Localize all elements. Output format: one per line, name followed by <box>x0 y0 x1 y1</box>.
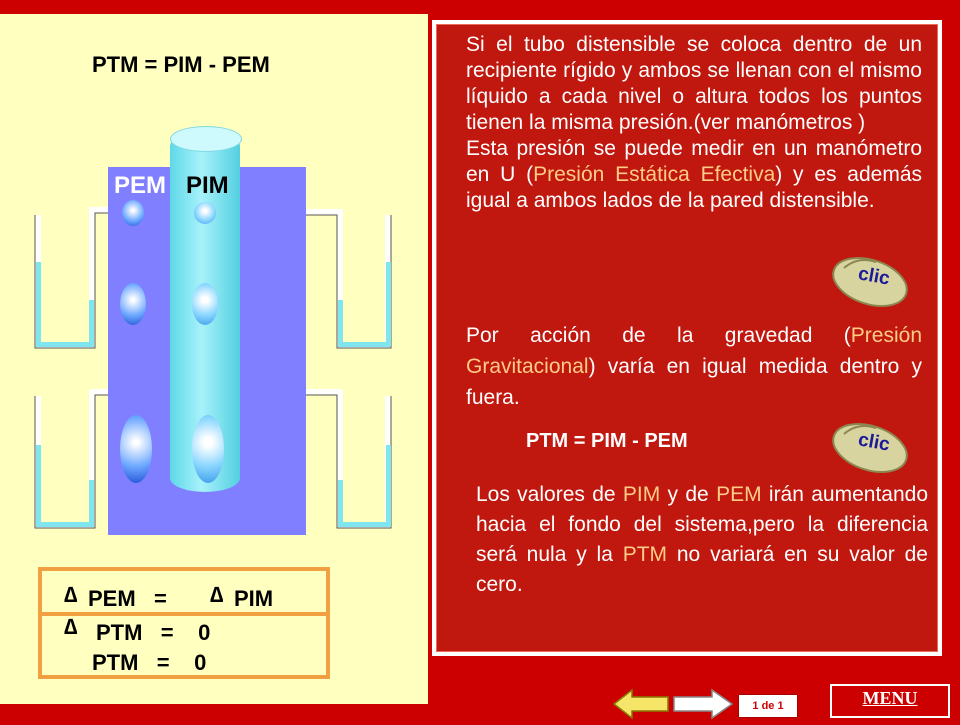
menu-label: MENU <box>862 688 918 708</box>
pressure-bubble-inner-3 <box>192 415 224 483</box>
p3-highlight-pem: PEM <box>716 483 762 506</box>
p1-highlight: Presión Estática Efectiva <box>533 163 776 186</box>
formula-ptm-right: PTM = PIM - PEM <box>526 430 688 452</box>
pressure-bubble-inner-1 <box>194 202 216 224</box>
paragraph-gravity: Por acción de la gravedad (Presión Gravi… <box>466 320 922 413</box>
delta-symbol-3: ∆ <box>64 614 78 639</box>
delta-ptm-zero: PTM = 0 <box>96 620 211 645</box>
delta-symbol-2: ∆ <box>210 582 224 607</box>
arrow-right-icon <box>673 688 734 720</box>
p3-text-d: no variará en su valor de cero. <box>476 543 928 596</box>
delta-pim: PIM <box>234 586 274 611</box>
forward-button[interactable] <box>672 688 734 725</box>
label-pem: PEM <box>114 172 167 199</box>
p1-text-a: Si el tubo distensible se coloca dentro … <box>466 33 922 134</box>
p3-highlight-ptm: PTM <box>622 543 668 566</box>
p2-highlight: Presión Gravitacional <box>466 324 922 378</box>
mouse-icon <box>832 257 908 307</box>
p1-text-b: Esta presión se puede medir en un manóme… <box>466 137 922 186</box>
text-panel <box>436 24 938 652</box>
paragraph-conclusion: Los valores de PIM y de PEM irán aumenta… <box>476 480 928 600</box>
label-pim: PIM <box>186 172 229 199</box>
pressure-bubble-inner-2 <box>192 283 218 325</box>
p3-highlight-pim: PIM <box>622 483 661 506</box>
p2-text-b: ) varía en igual medida dentro y fuera. <box>466 355 922 409</box>
arrow-left-icon <box>612 688 669 720</box>
pressure-bubble-outer-3 <box>120 415 152 483</box>
pressure-bubble-outer-1 <box>122 200 144 226</box>
p1-text-c: ) y es además igual a ambos lados de la … <box>466 163 922 212</box>
menu-button[interactable]: MENU <box>830 684 950 718</box>
delta-symbol-1: ∆ <box>64 582 78 607</box>
p3-text-a: Los valores de <box>476 483 623 506</box>
pressure-bubble-outer-2 <box>120 283 146 325</box>
formula-ptm-top: PTM = PIM - PEM <box>92 52 270 77</box>
clic-button-2[interactable]: clic <box>828 418 912 474</box>
tube-opening <box>170 126 242 152</box>
clic-button-1[interactable]: clic <box>828 252 912 308</box>
manometers-diagram <box>34 207 392 529</box>
delta-summary-box <box>38 567 330 679</box>
page-indicator: 1 de 1 <box>738 694 798 718</box>
ptm-zero: PTM = 0 <box>92 650 207 675</box>
mouse-icon <box>832 423 908 473</box>
p2-text-a: Por acción de la gravedad ( <box>466 324 851 347</box>
delta-pem-eq: PEM = <box>88 586 167 611</box>
paragraph-static-pressure: Si el tubo distensible se coloca dentro … <box>466 32 922 214</box>
p3-text-b: y de <box>660 483 717 506</box>
back-button[interactable] <box>612 688 670 725</box>
p3-text-c: irán aumentando hacia el fondo del siste… <box>476 483 928 566</box>
delta-box-divider <box>38 612 330 616</box>
